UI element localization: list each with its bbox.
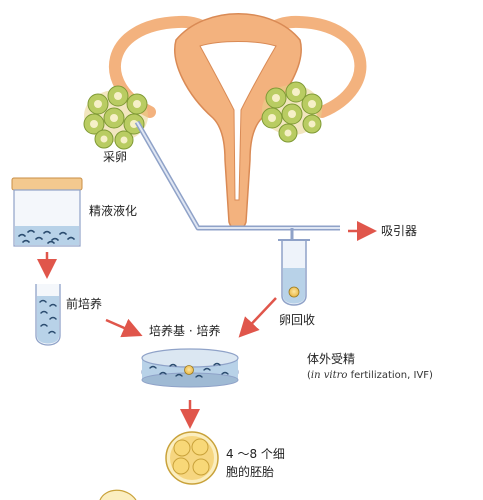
preculture-test-tube: [35, 284, 61, 346]
next-stage-partial: [99, 489, 137, 500]
label-aspirator: 吸引器: [381, 224, 418, 238]
label-embryo-line1: 4 ～8 个细: [226, 447, 285, 461]
ivf-english-italic: in vitro: [310, 370, 348, 381]
flow-arrows: [37, 252, 277, 429]
ivf-english-open: (: [307, 370, 311, 381]
left-ovary: [83, 85, 148, 150]
embryo: [165, 431, 219, 485]
label-culture-medium: 培养基 · 培养: [149, 324, 221, 338]
uterus-illustration: [108, 13, 367, 231]
label-pre-culture: 前培养: [66, 297, 103, 311]
arrow-preculture-to-dish: [105, 318, 143, 338]
label-egg-retrieval: 采卵: [103, 150, 128, 164]
recovery-test-tube: [278, 239, 310, 306]
semen-jar: [11, 177, 83, 247]
label-ivf-english: (in vitro fertilization, IVF): [307, 368, 433, 383]
label-embryo-line2: 胞的胚胎: [226, 465, 275, 479]
ivf-english-rest: fertilization, IVF): [347, 370, 433, 381]
arrow-recovery-to-dish: [238, 297, 277, 338]
right-ovary: [261, 81, 323, 143]
label-sperm-liquefaction: 精液液化: [89, 204, 138, 218]
petri-dish: [141, 348, 239, 388]
label-ivf-title: 体外受精: [307, 352, 356, 366]
label-egg-recovery: 卵回收: [279, 313, 316, 327]
